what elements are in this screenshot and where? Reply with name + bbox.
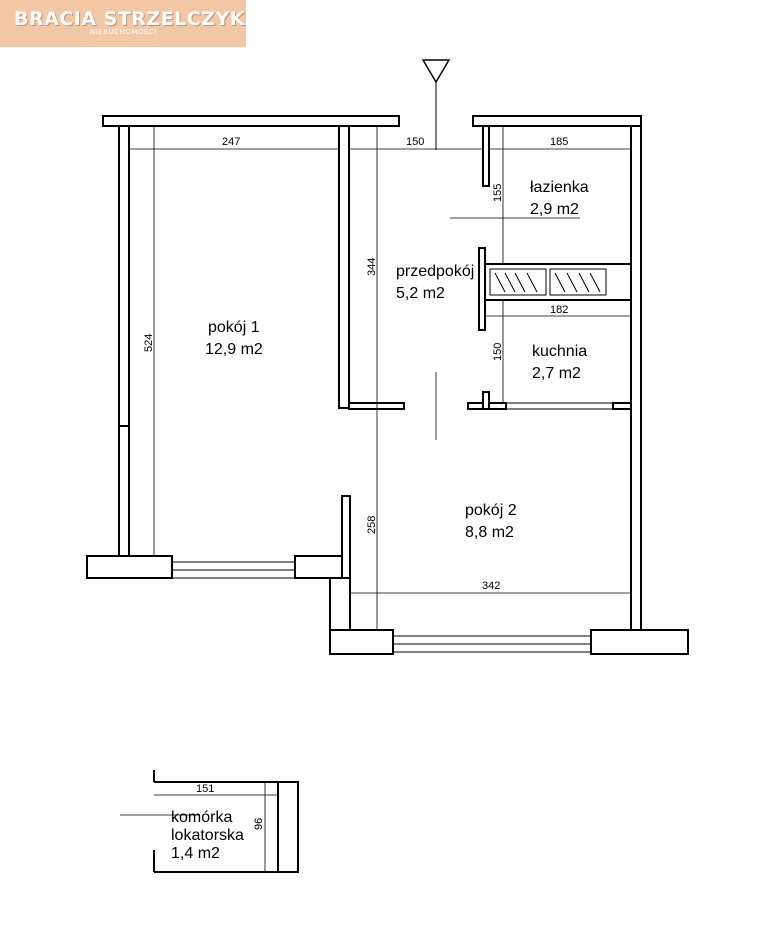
dim-storage-width: 151 (196, 783, 214, 795)
dim-bath-depth: 155 (492, 184, 504, 202)
room-area-pokoj2: 8,8 m2 (465, 524, 514, 541)
dim-hall-depth: 344 (366, 258, 378, 276)
dim-pokoj1-width: 247 (222, 136, 240, 148)
storage-dimension-lines (120, 782, 278, 872)
entrance-arrow-icon (421, 59, 451, 150)
room-name-komorka-line2: lokatorska (171, 827, 244, 844)
dimension-lines (129, 126, 631, 630)
dim-hall-width: 150 (406, 136, 424, 148)
dim-pokoj2-width: 342 (482, 580, 500, 592)
dim-pokoj2-depth: 258 (366, 516, 378, 534)
walls (86, 115, 689, 655)
windows (172, 402, 613, 653)
room-name-pokoj2: pokój 2 (465, 502, 517, 519)
room-name-kuchnia: kuchnia (532, 343, 587, 360)
room-area-pokoj1: 12,9 m2 (205, 341, 263, 358)
room-area-lazienka: 2,9 m2 (530, 201, 579, 218)
logo-title: BRACIA STRZELCZYK (14, 8, 245, 30)
dim-kitchen-depth: 150 (492, 343, 504, 361)
dim-pokoj1-depth: 524 (143, 334, 155, 352)
dim-kitchen-width: 182 (550, 304, 568, 316)
room-area-przedpokoj: 5,2 m2 (396, 285, 445, 302)
room-name-komorka-line1: komórka (171, 809, 232, 826)
room-area-kuchnia: 2,7 m2 (532, 365, 581, 382)
storage-room-walls (153, 770, 299, 873)
logo-subtitle: NIERUCHOMOŚCI (90, 28, 157, 36)
room-area-komorka: 1,4 m2 (171, 845, 220, 862)
ventilation-shafts (489, 268, 607, 296)
dim-bath-width: 185 (550, 136, 568, 148)
room-name-pokoj1: pokój 1 (208, 319, 260, 336)
agency-logo: BRACIA STRZELCZYK NIERUCHOMOŚCI (0, 0, 246, 47)
dim-storage-depth: 96 (253, 818, 265, 830)
room-name-lazienka: łazienka (530, 179, 589, 196)
room-name-przedpokoj: przedpokój (396, 263, 474, 280)
